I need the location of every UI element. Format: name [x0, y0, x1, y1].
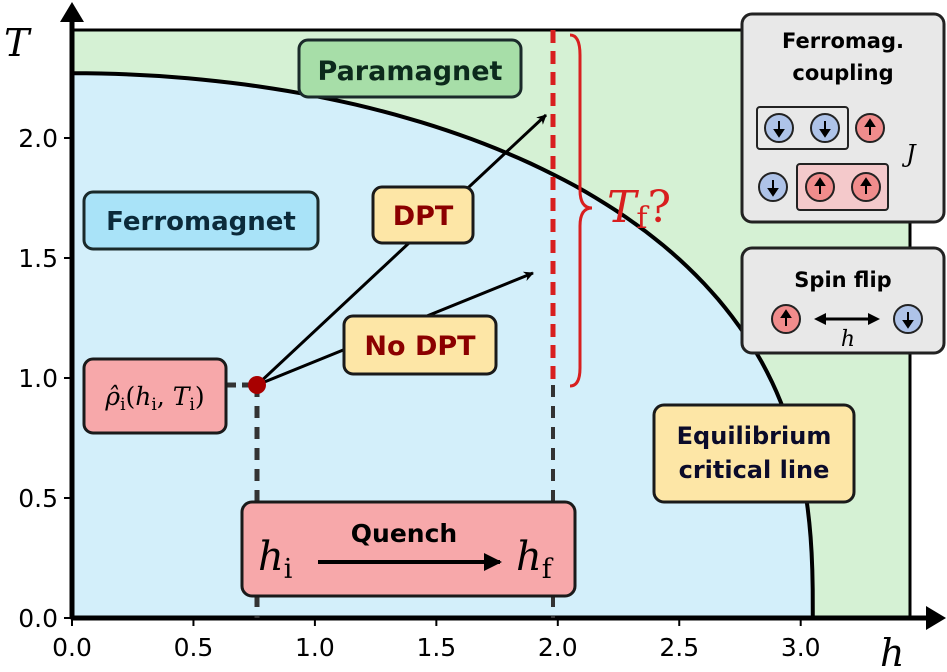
spin-pair-down-group	[756, 106, 849, 150]
quench-initial-field: hi	[258, 534, 293, 585]
equilibrium-label-line2: critical line	[679, 456, 830, 484]
quench-box: Quench hi hf	[240, 500, 577, 598]
equilibrium-label-box: Equilibrium critical line	[652, 403, 856, 504]
spin-down-icon	[893, 304, 923, 334]
spin-up-icon	[851, 172, 881, 202]
y-tick-label: 1.0	[18, 364, 58, 393]
initial-state-point	[248, 376, 266, 394]
spin-up-icon	[855, 113, 885, 143]
dpt-arrow	[255, 113, 548, 387]
x-tick-label: 2.0	[538, 633, 578, 662]
spin-flip-arrowhead-right	[868, 313, 880, 325]
y-tick-label: 2.0	[18, 124, 58, 153]
initial-state-box: ρ̂i(hi, Ti)	[82, 357, 228, 435]
equilibrium-label-line1: Equilibrium	[677, 422, 832, 450]
coupling-title-line2: coupling	[792, 61, 893, 85]
x-axis-label: h	[880, 631, 904, 672]
y-axis-arrowhead	[60, 2, 84, 22]
y-axis-label: T	[4, 21, 32, 65]
x-tick-label: 0.5	[174, 633, 214, 662]
coupling-spins	[758, 113, 885, 202]
no-dpt-label: No DPT	[364, 331, 476, 362]
ferromagnet-label-box: Ferromagnet	[82, 190, 320, 251]
spin-flip-legend-box: Spin flip h	[740, 246, 946, 355]
y-tick-label: 0.5	[18, 484, 58, 513]
quench-final-field: hf	[516, 534, 554, 585]
initial-state-label: ρ̂i(hi, Ti)	[104, 382, 204, 415]
paramagnet-label: Paramagnet	[318, 56, 503, 87]
spin-down-icon	[810, 113, 840, 143]
final-temperature-brace	[569, 33, 593, 388]
coupling-title-line1: Ferromag.	[782, 29, 904, 53]
dpt-label: DPT	[393, 201, 454, 232]
spin-down-icon	[764, 113, 794, 143]
x-tick-label: 2.5	[659, 633, 699, 662]
spin-flip-spins	[771, 304, 923, 334]
x-axis-arrowhead	[926, 606, 946, 630]
dpt-label-box: DPT	[371, 185, 475, 245]
spin-flip-symbol: h	[841, 327, 855, 352]
x-tick-label: 1.0	[295, 633, 335, 662]
spin-down-icon	[758, 172, 788, 202]
y-tick-label: 0.0	[18, 604, 58, 633]
x-tick-label: 0.0	[52, 633, 92, 662]
spin-flip-title: Spin flip	[794, 268, 891, 292]
ferromagnet-label: Ferromagnet	[106, 207, 296, 237]
spin-up-icon	[771, 304, 801, 334]
spin-flip-arrowhead-left	[814, 313, 826, 325]
y-tick-label: 1.5	[18, 244, 58, 273]
final-temperature-label: Tf?	[607, 182, 671, 236]
axis-ticks: 0.0 0.5 1.0 1.5 2.0 2.5 3.0 0.0 0.5 1.0 1.5 2.0	[18, 124, 820, 662]
x-tick-label: 3.0	[781, 633, 821, 662]
no-dpt-label-box: No DPT	[342, 314, 498, 376]
quench-title: Quench	[351, 519, 457, 548]
x-tick-label: 1.5	[416, 633, 456, 662]
paramagnet-label-box: Paramagnet	[297, 38, 523, 99]
spin-up-icon	[805, 172, 835, 202]
